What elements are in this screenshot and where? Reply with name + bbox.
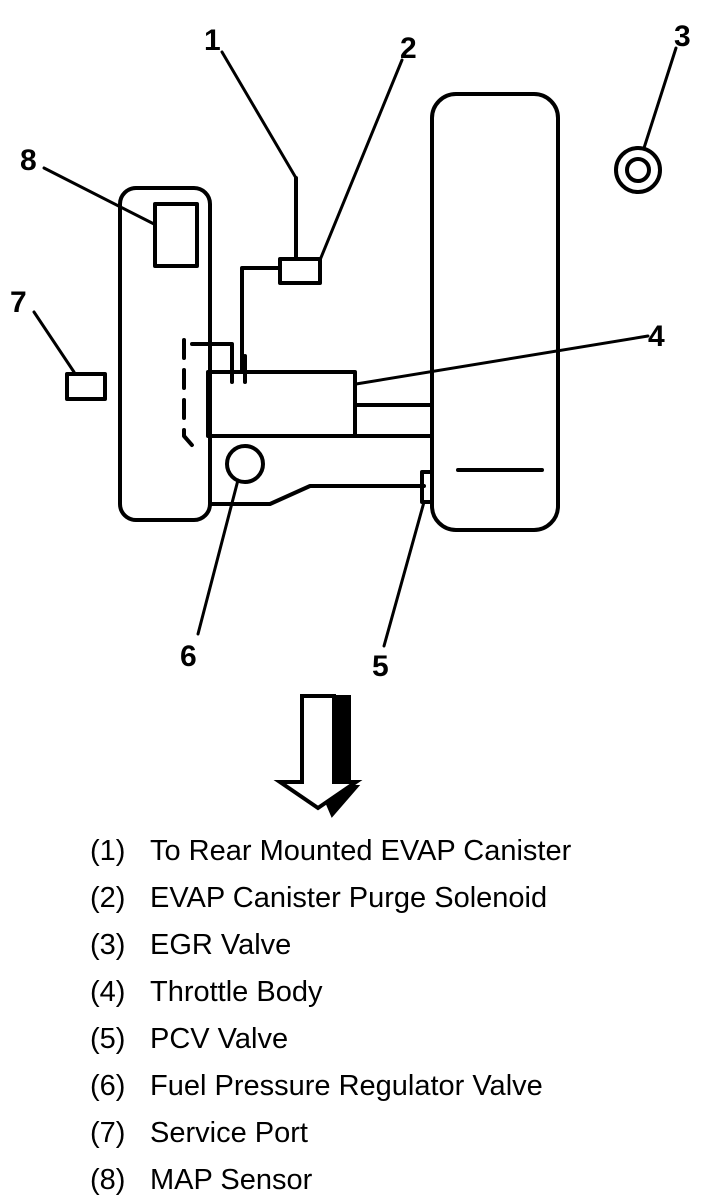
map-sensor bbox=[153, 202, 199, 268]
legend-number: (2) bbox=[90, 882, 126, 914]
legend-number: (3) bbox=[90, 929, 126, 961]
evap-purge-solenoid bbox=[278, 257, 322, 285]
legend-number: (4) bbox=[90, 976, 126, 1008]
callout-7: 7 bbox=[10, 286, 27, 319]
callout-4: 4 bbox=[648, 320, 665, 353]
legend-item: (4) Throttle Body bbox=[90, 969, 571, 1016]
pcv-hose bbox=[208, 484, 426, 506]
intake-plenum bbox=[118, 186, 212, 522]
legend-number: (8) bbox=[90, 1164, 126, 1196]
leader-line-2 bbox=[318, 58, 404, 262]
callout-3: 3 bbox=[674, 20, 691, 53]
legend-item: (5) PCV Valve bbox=[90, 1016, 571, 1063]
leader-line-3 bbox=[642, 46, 678, 150]
callout-5: 5 bbox=[372, 650, 389, 683]
legend-text: PCV Valve bbox=[150, 1023, 289, 1055]
legend-text: Throttle Body bbox=[150, 976, 323, 1008]
leader-line-4 bbox=[354, 334, 650, 386]
legend-text: Service Port bbox=[150, 1117, 308, 1149]
legend-item: (2) EVAP Canister Purge Solenoid bbox=[90, 875, 571, 922]
leader-line-1 bbox=[220, 50, 298, 180]
leader-line-6 bbox=[196, 478, 240, 636]
legend-number: (6) bbox=[90, 1070, 126, 1102]
legend-text: To Rear Mounted EVAP Canister bbox=[150, 835, 572, 867]
down-arrow-icon bbox=[273, 694, 363, 818]
component-legend: (1) To Rear Mounted EVAP Canister (2) EV… bbox=[90, 828, 571, 1204]
leader-line-5 bbox=[382, 500, 426, 648]
callout-1: 1 bbox=[204, 24, 221, 57]
callout-6: 6 bbox=[180, 640, 197, 673]
legend-text: EGR Valve bbox=[150, 929, 292, 961]
hidden-edge bbox=[182, 338, 200, 454]
legend-number: (1) bbox=[90, 835, 126, 867]
legend-item: (8) MAP Sensor bbox=[90, 1157, 571, 1204]
legend-item: (7) Service Port bbox=[90, 1110, 571, 1157]
legend-text: EVAP Canister Purge Solenoid bbox=[150, 882, 548, 914]
fuel-pressure-regulator bbox=[225, 444, 265, 484]
legend-number: (5) bbox=[90, 1023, 126, 1055]
callout-8: 8 bbox=[20, 144, 37, 177]
legend-item: (6) Fuel Pressure Regulator Valve bbox=[90, 1063, 571, 1110]
air-cleaner-housing bbox=[430, 92, 560, 532]
legend-number: (7) bbox=[90, 1117, 126, 1149]
legend-item: (3) EGR Valve bbox=[90, 922, 571, 969]
throttle-linkage bbox=[190, 342, 234, 384]
legend-item: (1) To Rear Mounted EVAP Canister bbox=[90, 828, 571, 875]
egr-valve-inner bbox=[625, 157, 651, 183]
legend-text: MAP Sensor bbox=[150, 1164, 313, 1196]
pcv-valve bbox=[420, 470, 434, 504]
purge-hose bbox=[240, 266, 282, 374]
egr-valve bbox=[614, 146, 662, 194]
leader-line-8 bbox=[42, 166, 156, 226]
legend-text: Fuel Pressure Regulator Valve bbox=[150, 1070, 543, 1102]
service-port bbox=[65, 372, 107, 401]
callout-2: 2 bbox=[400, 32, 417, 65]
engine-component-diagram: 1 2 3 4 5 6 7 8 bbox=[10, 20, 691, 818]
leader-line-7 bbox=[32, 310, 76, 374]
